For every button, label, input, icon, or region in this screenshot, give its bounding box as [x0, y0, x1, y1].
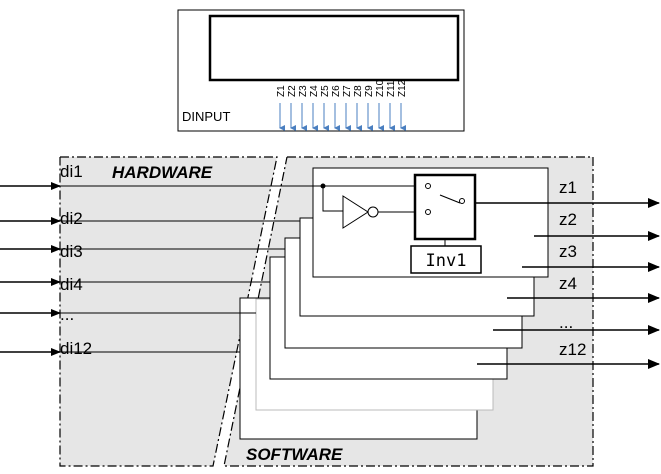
module-pin-label: Z11 — [386, 80, 397, 97]
module-pin: Z2 — [287, 85, 298, 131]
not-gate-icon — [342, 195, 369, 229]
input-label: di4 — [60, 275, 83, 294]
switch-contact-a — [425, 183, 431, 189]
input-signal: di2 — [0, 209, 300, 228]
output-signal: z3 — [522, 242, 660, 272]
output-signal: z12 — [477, 340, 660, 369]
output-signal: z4 — [507, 274, 660, 303]
output-signal: z2 — [534, 210, 660, 241]
output-label: z3 — [559, 242, 577, 261]
output-label: ... — [559, 313, 573, 332]
signal-line-branch — [322, 186, 343, 212]
module-pin-label: Z4 — [309, 85, 320, 97]
module-pin: Z8 — [353, 85, 364, 131]
input-label: ... — [60, 305, 74, 324]
input-label: di3 — [60, 242, 83, 261]
input-label: di12 — [60, 339, 92, 358]
module-inner-box — [208, 14, 460, 82]
module-pin: Z4 — [309, 85, 320, 131]
hardware-border — [59, 156, 278, 467]
module-pin: Z5 — [320, 85, 331, 131]
inverter-param-label: Inv1 — [426, 251, 467, 271]
input-label: di1 — [60, 162, 83, 181]
hardware-label: HARDWARE — [112, 163, 213, 182]
module-pin: Z3 — [298, 85, 309, 131]
output-signal: z1 — [475, 178, 660, 208]
output-label: z12 — [559, 340, 586, 359]
module-pin: Z11 — [386, 80, 397, 131]
output-label: z1 — [559, 178, 577, 197]
module-pin-label: Z12 — [397, 79, 408, 97]
module-pin: Z9 — [364, 85, 375, 131]
module-pin: Z7 — [342, 85, 353, 131]
module-pin: Z10 — [375, 79, 386, 131]
output-label: z2 — [559, 210, 577, 229]
input-signal: di1 — [0, 162, 323, 190]
input-signal: di4 — [0, 275, 270, 294]
output-lines: z1 z2 z3 z4... z12 — [475, 178, 660, 369]
output-signal: ... — [493, 313, 660, 335]
input-signal: ... — [0, 305, 256, 324]
module-pin-label: Z10 — [375, 79, 386, 97]
module-pin-label: Z5 — [320, 85, 331, 97]
inverter-param-box — [410, 245, 482, 274]
not-gate-bubble — [367, 206, 379, 218]
input-lines: di1 di2 di3 di4... di12 — [0, 162, 323, 358]
module-pin: Z1 — [276, 85, 287, 131]
module-pin-label: Z6 — [331, 85, 342, 97]
module-pin: Z12 — [397, 79, 408, 131]
output-label: z4 — [559, 274, 577, 293]
input-signal: di3 — [0, 242, 285, 261]
switch-contact-b — [425, 209, 431, 215]
module-pin-label: Z8 — [353, 85, 364, 97]
switch-lever-icon — [439, 194, 461, 204]
module-pin-label: Z3 — [298, 85, 309, 97]
module-label: DINPUT — [182, 109, 230, 124]
module-pin-label: Z2 — [287, 85, 298, 97]
module-pin-label: Z1 — [276, 85, 287, 97]
hardware-region — [60, 157, 277, 466]
input-label: di2 — [60, 209, 83, 228]
channel-1-logic: Inv1 — [320, 173, 482, 274]
module-frame — [177, 9, 465, 132]
switch-common-contact — [459, 198, 465, 204]
input-signal: di12 — [0, 339, 240, 358]
module-pin-label: Z9 — [364, 85, 375, 97]
module-pin-label: Z7 — [342, 85, 353, 97]
software-label: SOFTWARE — [246, 445, 343, 464]
switch-box — [413, 173, 477, 241]
channel-stack — [239, 167, 549, 440]
module-pin: Z6 — [331, 85, 342, 131]
